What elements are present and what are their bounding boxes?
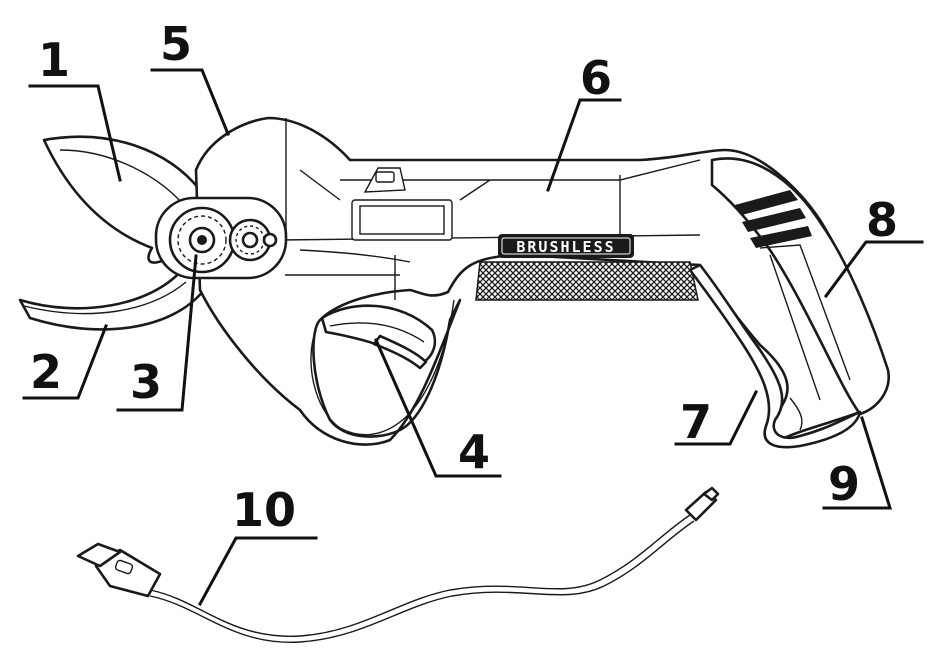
rear-grip-ribs <box>735 190 812 248</box>
callout-9-label: 9 <box>828 457 860 511</box>
callout-2: 2 <box>22 324 108 400</box>
callout-5: 5 <box>150 17 230 136</box>
brand-plate: BRUSHLESS <box>498 234 634 258</box>
lower-handle <box>688 263 862 449</box>
callout-8-label: 8 <box>866 193 898 247</box>
callout-3: 3 <box>116 254 198 412</box>
trigger <box>320 304 437 370</box>
usb-cable <box>76 486 720 643</box>
brand-label: BRUSHLESS <box>516 238 615 256</box>
callout-10-label: 10 <box>232 483 296 537</box>
pruner-body: BRUSHLESS <box>18 116 890 449</box>
callout-8: 8 <box>823 193 924 299</box>
top-button <box>363 167 406 193</box>
callouts: 1 2 3 4 5 6 7 <box>22 17 924 607</box>
callout-6-label: 6 <box>580 51 612 105</box>
callout-5-label: 5 <box>160 17 192 71</box>
callout-1-label: 1 <box>38 33 70 87</box>
callout-10: 10 <box>197 483 318 607</box>
callout-9: 9 <box>822 416 893 511</box>
callout-2-label: 2 <box>30 345 62 399</box>
gear-assembly <box>154 196 288 280</box>
grip-texture <box>475 261 699 301</box>
callout-3-label: 3 <box>130 355 162 409</box>
trigger-guard <box>310 299 455 436</box>
callout-1: 1 <box>28 33 122 182</box>
callout-4: 4 <box>374 338 502 479</box>
callout-4-label: 4 <box>458 425 490 479</box>
display-window <box>351 199 453 241</box>
callout-7-label: 7 <box>680 395 712 449</box>
callout-6: 6 <box>546 51 622 192</box>
callout-7: 7 <box>674 389 759 449</box>
